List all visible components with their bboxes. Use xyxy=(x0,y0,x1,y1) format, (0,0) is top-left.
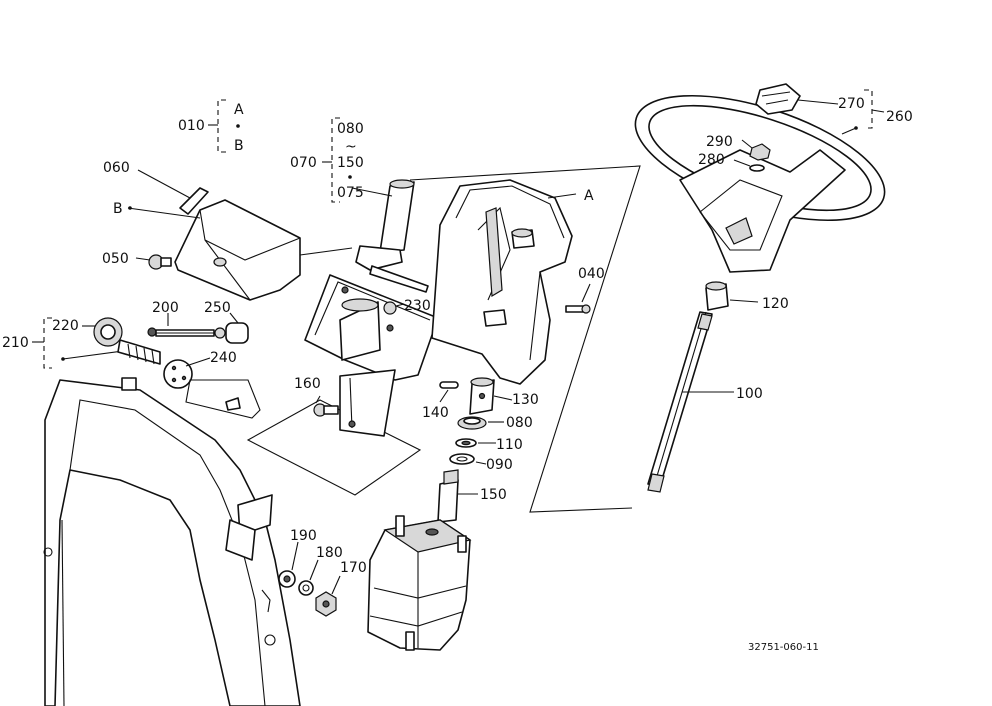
washer-110 xyxy=(455,438,477,448)
label-060: 060 xyxy=(103,160,130,176)
cap-250 xyxy=(214,322,249,344)
screw-040 xyxy=(565,304,591,314)
dash-frame xyxy=(43,377,301,706)
label-070-tilde: ~ xyxy=(345,139,357,155)
label-070: 070 xyxy=(290,155,317,171)
lockwasher-180 xyxy=(298,580,314,596)
switch-knob-220 xyxy=(93,317,161,365)
label-040: 040 xyxy=(578,266,605,282)
label-200: 200 xyxy=(152,300,179,316)
bracket-210 xyxy=(43,317,52,369)
label-110: 110 xyxy=(496,437,523,453)
nut-290 xyxy=(749,143,771,161)
label-160: 160 xyxy=(294,376,321,392)
column-bracket xyxy=(304,274,439,437)
bolt-050 xyxy=(148,254,172,270)
label-230: 230 xyxy=(404,298,431,314)
ring-090 xyxy=(449,453,475,465)
label-120: 120 xyxy=(762,296,789,312)
label-290: 290 xyxy=(706,134,733,150)
nut-230 xyxy=(383,301,397,315)
panel-outline xyxy=(246,399,422,496)
label-190: 190 xyxy=(290,528,317,544)
label-270: 270 xyxy=(838,96,865,112)
label-150: 150 xyxy=(480,487,507,503)
label-050: 050 xyxy=(102,251,129,267)
steering-unit xyxy=(367,515,472,651)
label-010-b: B xyxy=(234,138,244,154)
drawing-number: 32751-060-11 xyxy=(748,642,819,653)
lower-cover xyxy=(174,187,301,301)
upper-cover-A xyxy=(431,179,573,385)
switch-bracket xyxy=(185,379,261,419)
bushing-120 xyxy=(705,281,729,311)
bearing-080 xyxy=(457,416,487,430)
label-240: 240 xyxy=(210,350,237,366)
bolt-160 xyxy=(313,403,339,417)
label-180: 180 xyxy=(316,545,343,561)
steering-shaft-100 xyxy=(647,311,713,493)
pin-140 xyxy=(439,381,459,389)
label-130: 130 xyxy=(512,392,539,408)
washer-190 xyxy=(278,570,296,588)
cap-270 xyxy=(755,83,801,115)
washer-280 xyxy=(749,164,765,172)
label-280: 280 xyxy=(698,152,725,168)
clip-060 xyxy=(179,187,209,215)
label-070-080: 080 xyxy=(337,121,364,137)
label-080: 080 xyxy=(506,415,533,431)
label-090: 090 xyxy=(486,457,513,473)
label-010: 010 xyxy=(178,118,205,134)
nut-170 xyxy=(315,591,337,617)
label-010-a: A xyxy=(234,102,244,118)
label-070-075: 075 xyxy=(337,185,364,201)
label-140: 140 xyxy=(422,405,449,421)
label-210: 210 xyxy=(2,335,29,351)
guide-line-1 xyxy=(299,247,353,256)
label-100: 100 xyxy=(736,386,763,402)
legend-070: 070 080 ~ 150 075 xyxy=(290,117,364,203)
column-tube xyxy=(355,179,429,293)
plate-240 xyxy=(163,359,193,389)
label-070-150: 150 xyxy=(337,155,364,171)
label-250: 250 xyxy=(204,300,231,316)
label-260: 260 xyxy=(886,109,913,125)
label-A: A xyxy=(584,188,594,204)
cover-outline-frame xyxy=(409,165,641,513)
rod-200 xyxy=(147,327,215,337)
label-B: B xyxy=(113,201,123,217)
label-170: 170 xyxy=(340,560,367,576)
legend-010: 010 A B xyxy=(178,99,244,154)
shaft-150 xyxy=(437,469,459,523)
label-220: 220 xyxy=(52,318,79,334)
yoke-130 xyxy=(469,377,495,415)
bracket-260 xyxy=(864,89,873,129)
